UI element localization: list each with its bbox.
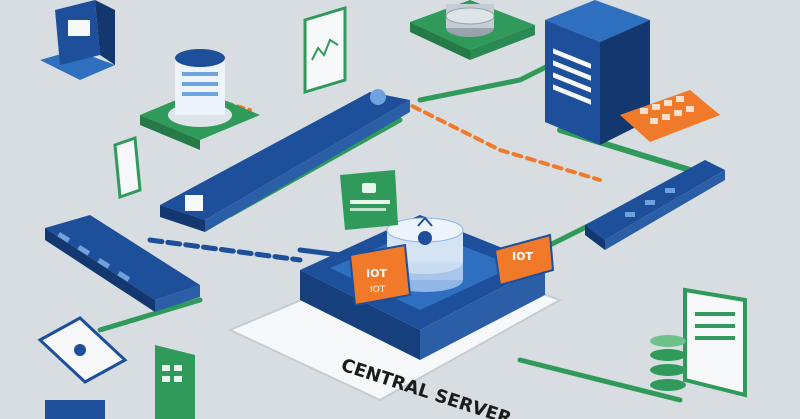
iot-tag-right: IOT — [493, 233, 555, 287]
central-server[interactable]: CENTRAL SERVER — [227, 215, 563, 419]
tablet-icon[interactable] — [155, 345, 195, 419]
router-icon[interactable] — [585, 160, 725, 250]
iot-tag-left-title: IOT — [366, 267, 387, 280]
server-platform-left-side — [300, 270, 420, 360]
link-left-blue — [147, 237, 303, 263]
database-icon[interactable] — [140, 49, 260, 150]
green-tag — [340, 170, 398, 230]
router-icon[interactable] — [45, 215, 200, 312]
smartphone-icon[interactable] — [37, 316, 128, 384]
tablet-icon[interactable] — [303, 5, 347, 95]
link-bottom-left — [97, 297, 203, 333]
keyboard-icon — [620, 90, 720, 142]
smartphone-icon[interactable] — [113, 135, 142, 200]
kiosk-icon[interactable] — [40, 0, 115, 80]
server-platform-right-side — [420, 265, 545, 360]
iot-tag-left: IOT IOT — [348, 243, 412, 307]
link-orange-right — [398, 98, 602, 182]
router-icon[interactable] — [160, 89, 410, 232]
iot-tag-left-subtitle: IOT — [370, 285, 386, 295]
link-bottom-right — [517, 357, 683, 403]
database-icon[interactable] — [410, 0, 535, 60]
monitor-icon[interactable] — [650, 287, 747, 398]
iot-tag-right-title: IOT — [512, 250, 533, 263]
monitor-icon — [45, 400, 105, 419]
